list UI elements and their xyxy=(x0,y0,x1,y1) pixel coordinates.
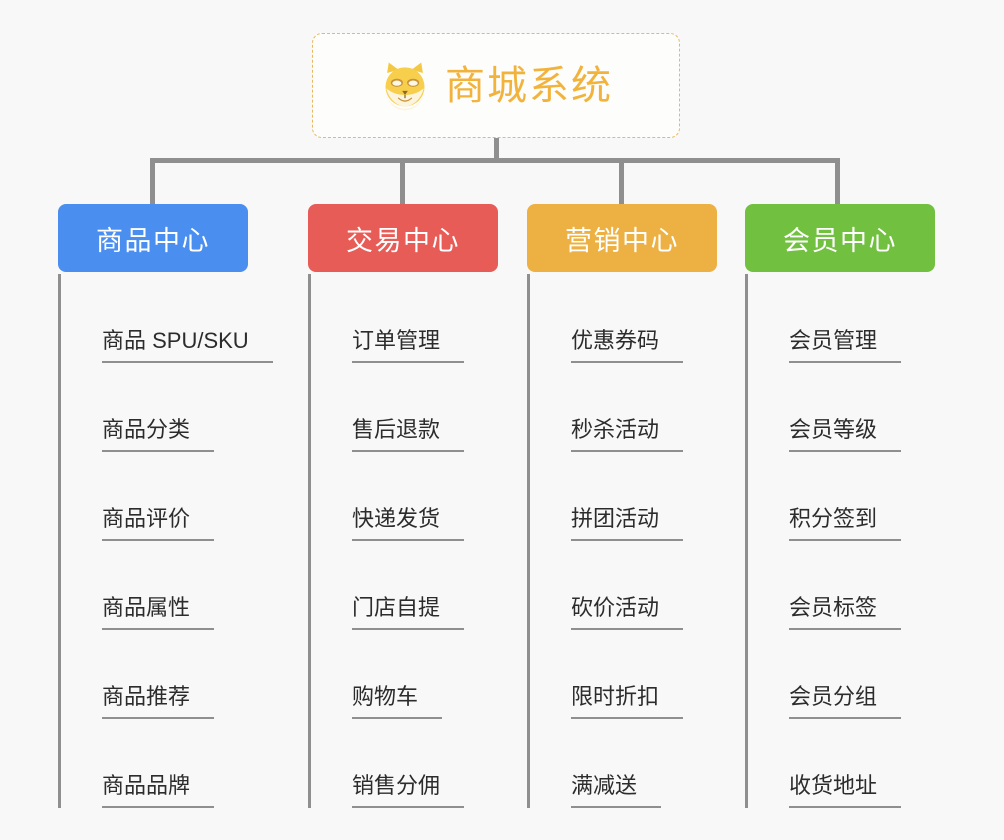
leaf-item[interactable]: 销售分佣 xyxy=(312,719,498,808)
leaf-item[interactable]: 会员管理 xyxy=(749,274,935,363)
leaf-label: 门店自提 xyxy=(352,597,465,630)
branch-header-marketing[interactable]: 营销中心 xyxy=(527,204,717,272)
leaf-label: 拼团活动 xyxy=(571,508,684,541)
leaf-item[interactable]: 砍价活动 xyxy=(531,541,717,630)
branch-column-trade: 交易中心 订单管理 售后退款 快递发货 门店自提 购物车 销售分佣 xyxy=(308,204,498,808)
branch-trunk xyxy=(58,274,61,808)
leaf-item[interactable]: 快递发货 xyxy=(312,452,498,541)
leaf-item[interactable]: 门店自提 xyxy=(312,541,498,630)
leaf-label: 会员标签 xyxy=(789,597,902,630)
leaf-label: 砍价活动 xyxy=(571,597,684,630)
leaf-item[interactable]: 商品评价 xyxy=(62,452,248,541)
connector-root-stem xyxy=(494,138,499,162)
branch-trunk xyxy=(745,274,748,808)
leaf-label: 订单管理 xyxy=(352,330,465,363)
branch-column-member: 会员中心 会员管理 会员等级 积分签到 会员标签 会员分组 收货地址 xyxy=(745,204,935,808)
leaf-label: 商品 SPU/SKU xyxy=(102,330,273,363)
branch-trunk xyxy=(308,274,311,808)
leaf-item[interactable]: 会员标签 xyxy=(749,541,935,630)
leaf-label: 商品分类 xyxy=(102,419,215,452)
leaf-label: 售后退款 xyxy=(352,419,465,452)
branch-header-trade[interactable]: 交易中心 xyxy=(308,204,498,272)
leaf-label: 会员管理 xyxy=(789,330,902,363)
leaf-item[interactable]: 限时折扣 xyxy=(531,630,717,719)
leaf-item[interactable]: 积分签到 xyxy=(749,452,935,541)
leaf-group-trade: 订单管理 售后退款 快递发货 门店自提 购物车 销售分佣 xyxy=(308,274,498,808)
connector-drop-4 xyxy=(835,158,840,206)
leaf-label: 商品品牌 xyxy=(102,775,215,808)
leaf-label: 优惠券码 xyxy=(571,330,684,363)
leaf-label: 商品推荐 xyxy=(102,686,215,719)
leaf-item[interactable]: 商品属性 xyxy=(62,541,248,630)
leaf-label: 商品属性 xyxy=(102,597,215,630)
leaf-group-product: 商品 SPU/SKU 商品分类 商品评价 商品属性 商品推荐 商品品牌 xyxy=(58,274,273,808)
leaf-label: 满减送 xyxy=(571,775,662,808)
branch-header-member[interactable]: 会员中心 xyxy=(745,204,935,272)
connector-drop-3 xyxy=(619,158,624,206)
leaf-label: 购物车 xyxy=(352,686,443,719)
connector-drop-1 xyxy=(150,158,155,206)
shiba-dog-face-icon xyxy=(379,60,431,112)
leaf-item[interactable]: 购物车 xyxy=(312,630,498,719)
leaf-label: 快递发货 xyxy=(352,508,465,541)
leaf-item[interactable]: 优惠券码 xyxy=(531,274,717,363)
leaf-label: 会员分组 xyxy=(789,686,902,719)
leaf-label: 积分签到 xyxy=(789,508,902,541)
leaf-item[interactable]: 商品推荐 xyxy=(62,630,248,719)
leaf-group-marketing: 优惠券码 秒杀活动 拼团活动 砍价活动 限时折扣 满减送 xyxy=(527,274,717,808)
connector-horizontal-bus xyxy=(150,158,840,163)
leaf-item[interactable]: 会员分组 xyxy=(749,630,935,719)
leaf-item[interactable]: 拼团活动 xyxy=(531,452,717,541)
leaf-label: 收货地址 xyxy=(789,775,902,808)
leaf-item[interactable]: 秒杀活动 xyxy=(531,363,717,452)
leaf-label: 会员等级 xyxy=(789,419,902,452)
leaf-item[interactable]: 订单管理 xyxy=(312,274,498,363)
root-node[interactable]: 商城系统 xyxy=(312,33,680,138)
leaf-label: 商品评价 xyxy=(102,508,215,541)
branch-trunk xyxy=(527,274,530,808)
leaf-label: 限时折扣 xyxy=(571,686,684,719)
leaf-item[interactable]: 商品品牌 xyxy=(62,719,248,808)
branch-header-product[interactable]: 商品中心 xyxy=(58,204,248,272)
branch-column-product: 商品中心 商品 SPU/SKU 商品分类 商品评价 商品属性 商品推荐 商品品牌 xyxy=(58,204,273,808)
leaf-item[interactable]: 商品 SPU/SKU xyxy=(62,274,273,363)
leaf-item[interactable]: 收货地址 xyxy=(749,719,935,808)
leaf-item[interactable]: 售后退款 xyxy=(312,363,498,452)
connector-drop-2 xyxy=(400,158,405,206)
branch-column-marketing: 营销中心 优惠券码 秒杀活动 拼团活动 砍价活动 限时折扣 满减送 xyxy=(527,204,717,808)
leaf-label: 销售分佣 xyxy=(352,775,465,808)
root-title: 商城系统 xyxy=(445,63,613,108)
leaf-group-member: 会员管理 会员等级 积分签到 会员标签 会员分组 收货地址 xyxy=(745,274,935,808)
leaf-item[interactable]: 满减送 xyxy=(531,719,717,808)
leaf-label: 秒杀活动 xyxy=(571,419,684,452)
leaf-item[interactable]: 会员等级 xyxy=(749,363,935,452)
leaf-item[interactable]: 商品分类 xyxy=(62,363,248,452)
